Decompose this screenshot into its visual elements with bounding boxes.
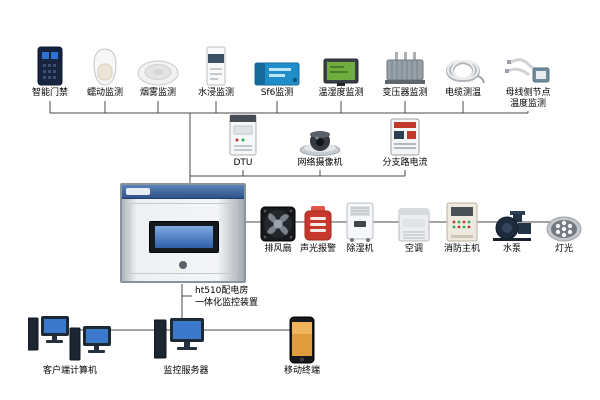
device-motion-sensor: 蠕动监测 bbox=[73, 38, 137, 99]
device-label: 烟雾监测 bbox=[139, 88, 176, 98]
device-network-camera: 网络摄像机 bbox=[288, 112, 352, 169]
device-label: 监控服务器 bbox=[163, 366, 209, 376]
sf6-monitor-icon bbox=[254, 38, 300, 86]
air-conditioner-icon bbox=[398, 200, 430, 242]
device-smoke-detector: 烟雾监测 bbox=[126, 38, 190, 99]
cabinet-screen bbox=[155, 226, 213, 248]
client-computers-icon bbox=[28, 312, 112, 364]
device-label: 网络摄像机 bbox=[297, 158, 343, 168]
device-label: 除湿机 bbox=[346, 244, 374, 254]
dehumidifier-icon bbox=[346, 200, 374, 242]
device-label: 变压器监测 bbox=[382, 88, 428, 98]
device-label: 蠕动监测 bbox=[86, 88, 123, 98]
server-computer-icon bbox=[154, 312, 218, 364]
temp-humidity-icon bbox=[323, 38, 359, 86]
cabinet-handle bbox=[179, 261, 187, 269]
device-access-control: 智能门禁 bbox=[18, 38, 82, 99]
device-label: 排风扇 bbox=[264, 244, 292, 254]
device-label: 客户端计算机 bbox=[42, 366, 97, 376]
cabinet-caption-line1: ht510配电房 bbox=[195, 286, 249, 296]
device-label: DTU bbox=[233, 158, 253, 168]
device-busbar-node-temperature: 母线侧节点 温度监测 bbox=[496, 38, 560, 111]
cabinet-caption: ht510配电房 一体化监控装置 bbox=[195, 286, 258, 309]
device-mobile-terminal: 移动终端 bbox=[274, 312, 330, 377]
device-label: 声光报警 bbox=[299, 244, 336, 254]
device-label: 移动终端 bbox=[283, 366, 320, 376]
device-client-computer: 客户端计算机 bbox=[26, 312, 114, 377]
device-label: 水浸监测 bbox=[197, 88, 234, 98]
device-exhaust-fan: 排风扇 bbox=[250, 200, 306, 255]
water-pump-icon bbox=[491, 200, 533, 242]
device-label: 空调 bbox=[404, 244, 423, 254]
cabinet-door-outline bbox=[129, 203, 237, 274]
exhaust-fan-icon bbox=[260, 200, 296, 242]
transformer-icon bbox=[383, 38, 427, 86]
device-label: 智能门禁 bbox=[31, 88, 68, 98]
device-temp-humidity-monitor: 温湿度监测 bbox=[309, 38, 373, 99]
device-sound-light-alarm: 声光报警 bbox=[290, 200, 346, 255]
device-label: 灯光 bbox=[554, 244, 573, 254]
cable-coil-icon bbox=[441, 38, 485, 86]
cabinet-caption-line2: 一体化监控装置 bbox=[195, 297, 259, 308]
monitoring-cabinet bbox=[120, 183, 246, 283]
device-label: 分支路电流 bbox=[382, 158, 428, 168]
device-branch-current: 分支路电流 bbox=[373, 112, 437, 169]
led-light-icon bbox=[546, 200, 582, 242]
dome-camera-icon bbox=[298, 112, 342, 156]
smoke-detector-icon bbox=[137, 38, 179, 86]
busbar-sensor-icon bbox=[505, 38, 551, 86]
cabinet-header-band bbox=[122, 185, 244, 199]
device-label: 消防主机 bbox=[443, 244, 480, 254]
device-label: 电缆测温 bbox=[444, 88, 481, 98]
device-label: 温湿度监测 bbox=[318, 88, 364, 98]
device-water-pump: 水泵 bbox=[484, 200, 540, 255]
device-cable-temperature: 电缆测温 bbox=[431, 38, 495, 99]
device-fire-alarm-host: 消防主机 bbox=[434, 200, 490, 255]
device-dtu: DTU bbox=[211, 112, 275, 169]
device-label: 水泵 bbox=[502, 244, 521, 254]
motion-sensor-icon bbox=[93, 38, 117, 86]
device-label: Sf6监测 bbox=[260, 88, 294, 98]
branch-current-meter-icon bbox=[390, 112, 420, 156]
alarm-siren-icon bbox=[303, 200, 333, 242]
cabinet-screen-bezel bbox=[149, 221, 219, 253]
device-label-line2: 温度监测 bbox=[509, 99, 546, 110]
access-control-icon bbox=[37, 38, 63, 86]
water-leak-sensor-icon bbox=[206, 38, 226, 86]
device-monitoring-server: 监控服务器 bbox=[150, 312, 222, 377]
dtu-icon bbox=[229, 112, 257, 156]
device-label: 母线侧节点 bbox=[505, 88, 551, 98]
smartphone-icon bbox=[289, 312, 315, 364]
cabinet-brand-logo bbox=[126, 188, 150, 195]
device-transformer-monitor: 变压器监测 bbox=[373, 38, 437, 99]
device-lighting: 灯光 bbox=[536, 200, 592, 255]
device-dehumidifier: 除湿机 bbox=[332, 200, 388, 255]
device-water-leak-sensor: 水浸监测 bbox=[184, 38, 248, 99]
device-air-conditioner: 空调 bbox=[386, 200, 442, 255]
device-sf6-monitor: Sf6监测 bbox=[245, 38, 309, 99]
fire-alarm-host-icon bbox=[446, 200, 478, 242]
